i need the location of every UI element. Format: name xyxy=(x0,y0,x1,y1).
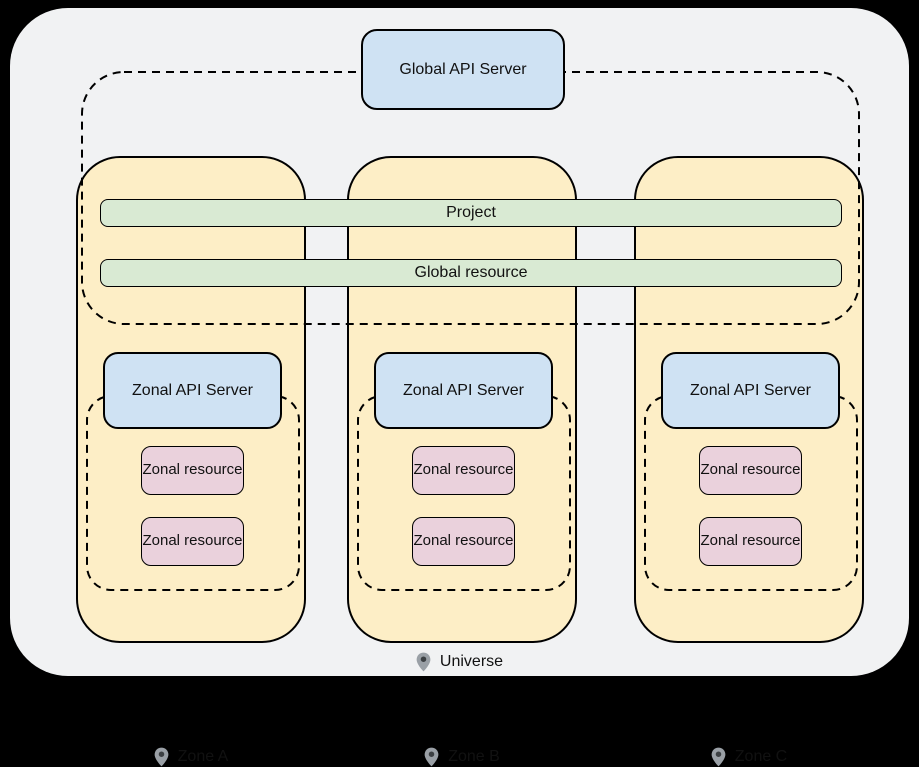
zonal-resource-box: Zonal resource xyxy=(412,517,515,566)
diagram-surface: Zonal API Server Zonal resource Zonal re… xyxy=(10,8,909,767)
zonal-api-server-box: Zonal API Server xyxy=(374,352,553,429)
project-bar: Project xyxy=(100,199,842,227)
zonal-resource-label: Zonal resource xyxy=(413,461,514,479)
zone-name: Zone C xyxy=(734,748,788,765)
zonal-api-server-label: Zonal API Server xyxy=(403,381,524,399)
zonal-resource-box: Zonal resource xyxy=(699,517,802,566)
zone-label-row: Zone A xyxy=(78,747,304,767)
zonal-resource-label: Zonal resource xyxy=(142,461,243,479)
zonal-resource-label: Zonal resource xyxy=(700,532,801,550)
zonal-resource-box: Zonal resource xyxy=(141,517,244,566)
zone-label-row: Zone B xyxy=(349,747,575,767)
zonal-api-server-label: Zonal API Server xyxy=(690,381,811,399)
zone-label-row: Zone C xyxy=(636,747,862,767)
zone-b-container: Zonal API Server Zonal resource Zonal re… xyxy=(347,156,577,767)
global-resource-bar-label: Global resource xyxy=(414,264,528,281)
zonal-api-server-box: Zonal API Server xyxy=(661,352,840,429)
zone-scope-dashed-boundary xyxy=(357,395,571,591)
zone-a-container: Zonal API Server Zonal resource Zonal re… xyxy=(76,156,306,767)
location-pin-icon xyxy=(711,747,726,767)
zone-scope-dashed-boundary xyxy=(644,395,858,591)
project-bar-label: Project xyxy=(446,204,496,221)
global-api-server-label: Global API Server xyxy=(399,60,527,78)
zone-name: Zone B xyxy=(448,748,500,765)
zonal-api-server-label: Zonal API Server xyxy=(132,381,253,399)
global-scope-dashed-boundary xyxy=(81,71,860,325)
zonal-resource-label: Zonal resource xyxy=(142,532,243,550)
zonal-resource-label: Zonal resource xyxy=(700,461,801,479)
zonal-resource-box: Zonal resource xyxy=(412,446,515,495)
global-api-server-box: Global API Server xyxy=(361,29,565,110)
location-pin-icon xyxy=(416,652,431,672)
zonal-resource-box: Zonal resource xyxy=(699,446,802,495)
universe-label: Universe xyxy=(439,653,504,670)
location-pin-icon xyxy=(154,747,169,767)
zone-name: Zone A xyxy=(177,748,229,765)
universe-label-row: Universe xyxy=(10,652,909,672)
zonal-resource-label: Zonal resource xyxy=(413,532,514,550)
zonal-resource-box: Zonal resource xyxy=(141,446,244,495)
zone-c-container: Zonal API Server Zonal resource Zonal re… xyxy=(634,156,864,767)
location-pin-icon xyxy=(424,747,439,767)
zone-scope-dashed-boundary xyxy=(86,395,300,591)
zonal-api-server-box: Zonal API Server xyxy=(103,352,282,429)
global-resource-bar: Global resource xyxy=(100,259,842,287)
